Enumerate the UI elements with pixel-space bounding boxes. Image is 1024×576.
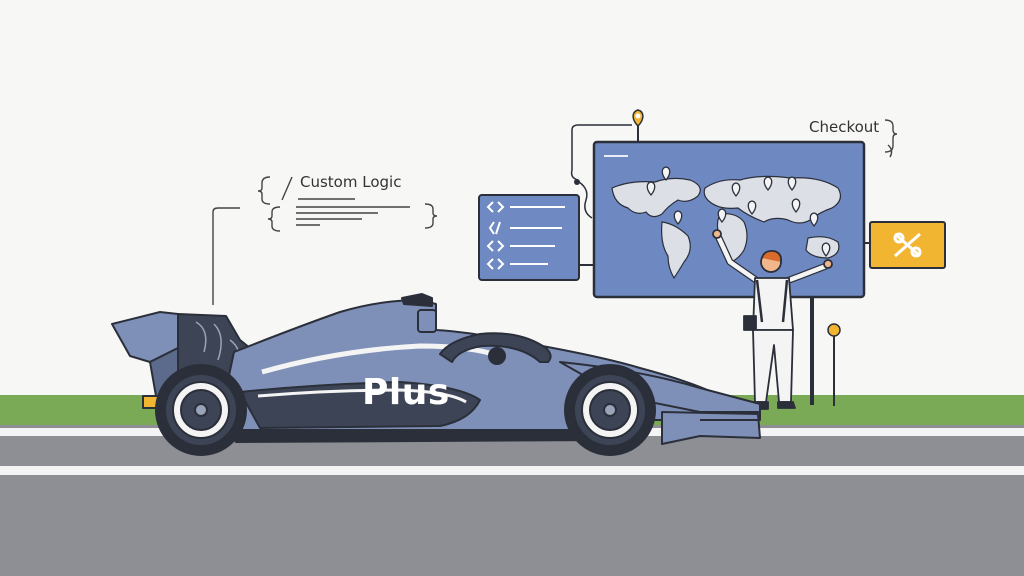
map-pin-icon <box>673 210 683 226</box>
cable <box>570 124 632 181</box>
south-america-shape <box>661 221 691 280</box>
code-panel <box>478 194 594 281</box>
car-badge-text: Plus <box>362 372 450 413</box>
map-pin-icon <box>787 176 797 192</box>
map-pin-icon <box>821 242 831 258</box>
map-pin-icon <box>661 166 671 182</box>
brace-right-icon <box>424 203 438 229</box>
map-pin-icon <box>646 181 656 197</box>
map-pin-icon <box>747 200 757 216</box>
brace-right-icon <box>884 119 898 153</box>
race-track <box>0 425 1024 576</box>
track-line-bottom <box>0 466 1024 475</box>
code-brackets-icon <box>486 201 494 213</box>
custom-logic-label: Custom Logic <box>300 173 402 191</box>
race-car <box>111 293 761 456</box>
custom-logic-annotation <box>212 176 438 305</box>
brace-left-icon <box>267 206 281 232</box>
checkout-label: Checkout <box>809 118 880 136</box>
map-pin-icon <box>809 212 819 228</box>
rear-tyre <box>155 364 247 456</box>
signal-post <box>827 323 841 406</box>
code-brackets-icon <box>486 240 494 252</box>
map-pin-icon <box>717 208 727 224</box>
mechanic-figure <box>712 229 833 410</box>
front-tyre <box>564 364 656 456</box>
checkout-sign <box>864 221 946 269</box>
cable <box>575 179 593 219</box>
map-pin-icon <box>731 182 741 198</box>
checkout-tag-icon <box>893 232 922 258</box>
map-pin-icon <box>763 176 773 192</box>
code-slash-icon <box>488 221 495 235</box>
slash-icon <box>281 176 293 201</box>
map-pin-icon <box>791 198 801 214</box>
connector-line <box>212 207 240 305</box>
brace-left-icon <box>257 176 271 205</box>
map-pin-icon <box>632 109 644 142</box>
